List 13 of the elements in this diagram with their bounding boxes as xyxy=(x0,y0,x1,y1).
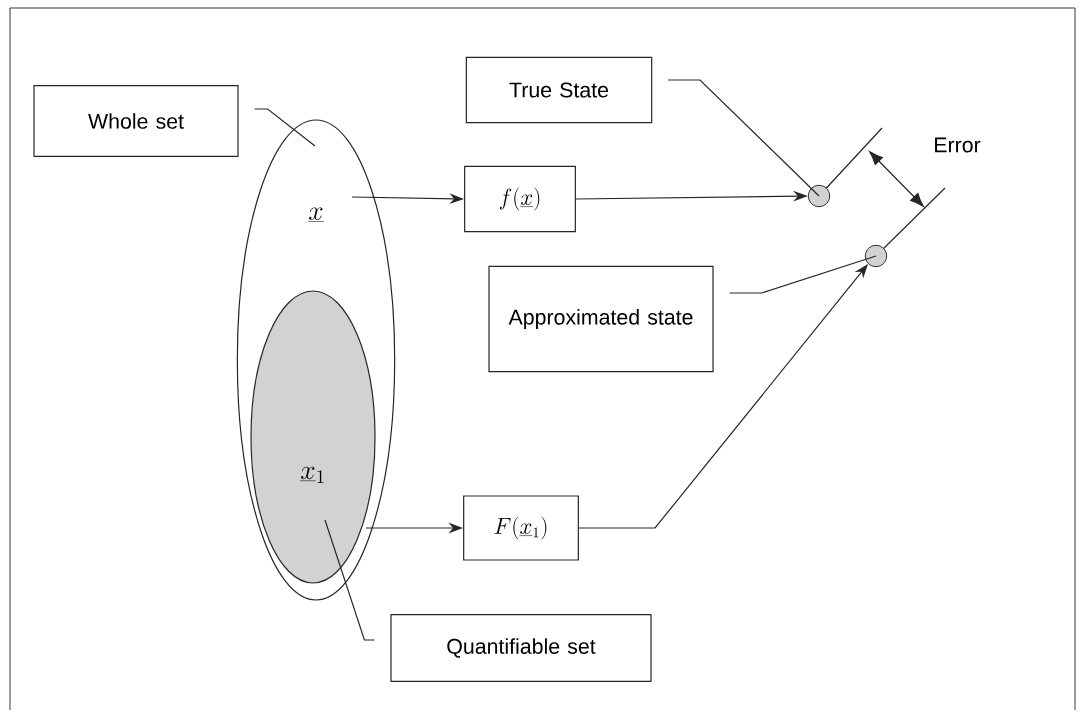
state-dot xyxy=(864,244,888,268)
label-box: True State xyxy=(465,56,653,124)
state-dot xyxy=(807,184,831,208)
leader-line xyxy=(729,255,877,294)
label-box: $f(\underline{x})$ xyxy=(464,165,576,233)
label-box: $F(\underline{x}_1)$ xyxy=(463,495,579,561)
leader-line xyxy=(324,519,375,641)
label-box: Approximated state xyxy=(488,265,714,373)
leader-line xyxy=(667,79,820,197)
leader-line xyxy=(254,108,316,147)
error-label: Error xyxy=(935,137,981,153)
label-box: Quantifiable set xyxy=(390,614,652,682)
label-box: Whole set xyxy=(33,85,239,157)
